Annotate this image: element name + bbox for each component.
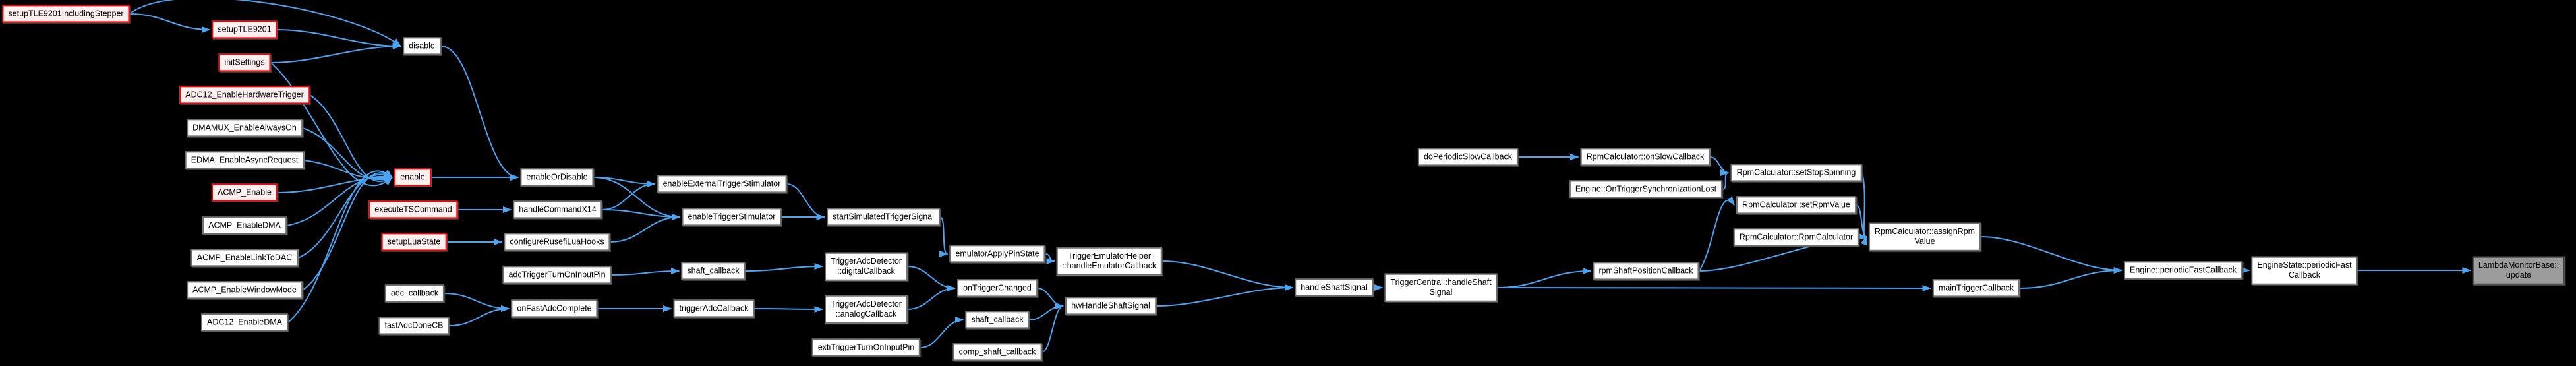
edge-TriggerAdcDetector_analogCallback-to-onTriggerChanged xyxy=(907,285,956,310)
edge-handleCommandX14-to-enableTriggerStimulator xyxy=(602,209,681,220)
node-disable[interactable]: disable xyxy=(403,37,441,55)
node-setupTLE9201[interactable]: setupTLE9201 xyxy=(212,20,278,39)
node-TriggerAdcDetector_analogCallback[interactable]: TriggerAdcDetector ::analogCallback xyxy=(825,295,908,324)
node-adc_callback[interactable]: adc_callback xyxy=(384,284,445,303)
node-enableOrDisable[interactable]: enableOrDisable xyxy=(520,168,594,187)
node-handleShaftSignal[interactable]: handleShaftSignal xyxy=(1295,278,1374,297)
edge-ADC12_EnableDMA-to-enable xyxy=(287,169,393,323)
node-mainTriggerCallback[interactable]: mainTriggerCallback xyxy=(1932,279,2020,297)
edge-adc_callback-to-onFastAdcComplete xyxy=(444,293,510,312)
node-hwHandleShaftSignal[interactable]: hwHandleShaftSignal xyxy=(1065,297,1156,315)
edge-mainTriggerCallback-to-Engine_periodicFastCallback xyxy=(2019,267,2122,289)
node-onFastAdcComplete[interactable]: onFastAdcComplete xyxy=(511,299,598,318)
edge-TriggerCentral_handleShaftSignal-to-rpmShaftPositionCallback xyxy=(1497,268,1592,288)
node-Engine_periodicFastCallback[interactable]: Engine::periodicFastCallback xyxy=(2124,261,2242,280)
node-ACMP_EnableWindowMode[interactable]: ACMP_EnableWindowMode xyxy=(187,281,303,299)
node-ACMP_Enable[interactable]: ACMP_Enable xyxy=(212,183,278,202)
node-RpmCalculator_RpmCalculator[interactable]: RpmCalculator::RpmCalculator xyxy=(1733,228,1859,247)
edge-Engine_OnTriggerSynchronizationLost-to-RpmCalculator_setStopSpinning xyxy=(1720,169,1730,190)
edge-fastAdcDoneCB-to-onFastAdcComplete xyxy=(449,305,510,326)
node-shaft_callback_2[interactable]: shaft_callback xyxy=(965,311,1030,329)
edge-ACMP_EnableDMA-to-enable xyxy=(286,172,393,226)
edge-RpmCalculator_assignRpmValue-to-Engine_periodicFastCallback xyxy=(1980,236,2122,274)
edge-shaft_callback_1-to-TriggerAdcDetector_digitalCallback xyxy=(745,263,823,272)
edge-adcTriggerTurnOnInputPin-to-shaft_callback_1 xyxy=(611,268,680,276)
edge-DMAMUX_EnableAlwaysOn-to-enable xyxy=(302,127,393,183)
edge-initSettings-to-enable xyxy=(270,62,393,187)
node-ACMP_EnableDMA[interactable]: ACMP_EnableDMA xyxy=(202,216,287,235)
edge-initSettings-to-disable xyxy=(270,43,401,63)
node-rpmShaftPositionCallback[interactable]: rpmShaftPositionCallback xyxy=(1593,262,1699,280)
edge-enableOrDisable-to-enableTriggerStimulator xyxy=(593,177,681,220)
edge-disable-to-enableOrDisable xyxy=(440,46,519,181)
node-RpmCalculator_setRpmValue[interactable]: RpmCalculator::setRpmValue xyxy=(1736,196,1856,214)
node-onTriggerChanged[interactable]: onTriggerChanged xyxy=(957,279,1038,297)
node-fastAdcDoneCB[interactable]: fastAdcDoneCB xyxy=(378,317,450,335)
edge-ACMP_EnableWindowMode-to-enable xyxy=(302,169,393,291)
edge-rpmShaftPositionCallback-to-RpmCalculator_setRpmValue xyxy=(1698,196,1735,272)
edge-startSimulatedTriggerSignal-to-emulatorApplyPinState xyxy=(939,216,949,257)
node-startSimulatedTriggerSignal[interactable]: startSimulatedTriggerSignal xyxy=(827,208,940,226)
edge-hwHandleShaftSignal-to-handleShaftSignal xyxy=(1156,284,1294,307)
edge-comp_shaft_callback-to-hwHandleShaftSignal xyxy=(1041,303,1064,353)
node-TriggerEmulatorHelper_handleEmulatorCallback[interactable]: TriggerEmulatorHelper ::handleEmulatorCa… xyxy=(1056,247,1163,276)
node-emulatorApplyPinState[interactable]: emulatorApplyPinState xyxy=(949,245,1045,263)
edge-extiTriggerTurnOnInputPin-to-shaft_callback_2 xyxy=(920,317,964,348)
node-extiTriggerTurnOnInputPin[interactable]: extiTriggerTurnOnInputPin xyxy=(811,338,921,357)
node-comp_shaft_callback[interactable]: comp_shaft_callback xyxy=(952,343,1042,361)
node-EDMA_EnableAsyncRequest[interactable]: EDMA_EnableAsyncRequest xyxy=(185,151,305,169)
node-ACMP_EnableLinkToDAC[interactable]: ACMP_EnableLinkToDAC xyxy=(190,249,299,267)
node-configureRusefiLuaHooks[interactable]: configureRusefiLuaHooks xyxy=(504,233,610,251)
node-enableExternalTriggerStimulator[interactable]: enableExternalTriggerStimulator xyxy=(657,175,787,193)
node-TriggerAdcDetector_digitalCallback[interactable]: TriggerAdcDetector ::digitalCallback xyxy=(825,252,908,281)
node-TriggerCentral_handleShaftSignal[interactable]: TriggerCentral::handleShaft Signal xyxy=(1384,273,1498,302)
node-adcTriggerTurnOnInputPin[interactable]: adcTriggerTurnOnInputPin xyxy=(502,266,612,284)
node-Engine_OnTriggerSynchronizationLost[interactable]: Engine::OnTriggerSynchronizationLost xyxy=(1569,180,1723,198)
edge-group xyxy=(129,0,2471,353)
node-ADC12_EnableDMA[interactable]: ADC12_EnableDMA xyxy=(201,313,288,332)
node-LambdaMonitorBase_update: LambdaMonitorBase:: update xyxy=(2472,256,2565,285)
node-RpmCalculator_assignRpmValue[interactable]: RpmCalculator::assignRpm Value xyxy=(1868,222,1981,251)
node-triggerAdcCallback[interactable]: triggerAdcCallback xyxy=(673,299,755,318)
node-executeTSCommand[interactable]: executeTSCommand xyxy=(368,200,458,219)
node-enableTriggerStimulator[interactable]: enableTriggerStimulator xyxy=(682,208,782,226)
node-handleCommandX14[interactable]: handleCommandX14 xyxy=(513,200,602,219)
node-enable[interactable]: enable xyxy=(394,168,431,187)
node-DMAMUX_EnableAlwaysOn[interactable]: DMAMUX_EnableAlwaysOn xyxy=(187,119,303,137)
edge-handleCommandX14-to-enableExternalTriggerStimulator xyxy=(602,181,656,210)
node-shaft_callback_1[interactable]: shaft_callback xyxy=(681,262,746,280)
edge-setupTLE9201-to-disable xyxy=(277,29,401,49)
edge-emulatorApplyPinState-to-TriggerEmulatorHelper_handleEmulatorCallback xyxy=(1045,253,1055,264)
node-setupLuaState[interactable]: setupLuaState xyxy=(381,233,447,251)
edge-ADC12_EnableHardwareTrigger-to-enable xyxy=(309,94,393,185)
node-ADC12_EnableHardwareTrigger[interactable]: ADC12_EnableHardwareTrigger xyxy=(179,86,310,104)
node-setupTLE9201IncludingStepper[interactable]: setupTLE9201IncludingStepper xyxy=(2,5,130,23)
node-doPeriodicSlowCallback[interactable]: doPeriodicSlowCallback xyxy=(1417,148,1519,166)
node-EngineState_periodicFastCallback[interactable]: EngineState::periodicFast Callback xyxy=(2251,256,2358,285)
edge-TriggerEmulatorHelper_handleEmulatorCallback-to-handleShaftSignal xyxy=(1161,260,1294,291)
node-initSettings[interactable]: initSettings xyxy=(218,53,271,72)
edge-ACMP_EnableLinkToDAC-to-enable xyxy=(298,171,393,259)
edge-ACMP_Enable-to-enable xyxy=(277,174,393,193)
edge-setupTLE9201IncludingStepper-to-setupTLE9201 xyxy=(129,13,211,33)
edge-configureRusefiLuaHooks-to-enableTriggerStimulator xyxy=(610,214,681,243)
node-RpmCalculator_setStopSpinning[interactable]: RpmCalculator::setStopSpinning xyxy=(1730,164,1862,182)
node-RpmCalculator_onSlowCallback[interactable]: RpmCalculator::onSlowCallback xyxy=(1580,148,1711,166)
edge-setupTLE9201IncludingStepper-to-disable xyxy=(129,0,401,47)
